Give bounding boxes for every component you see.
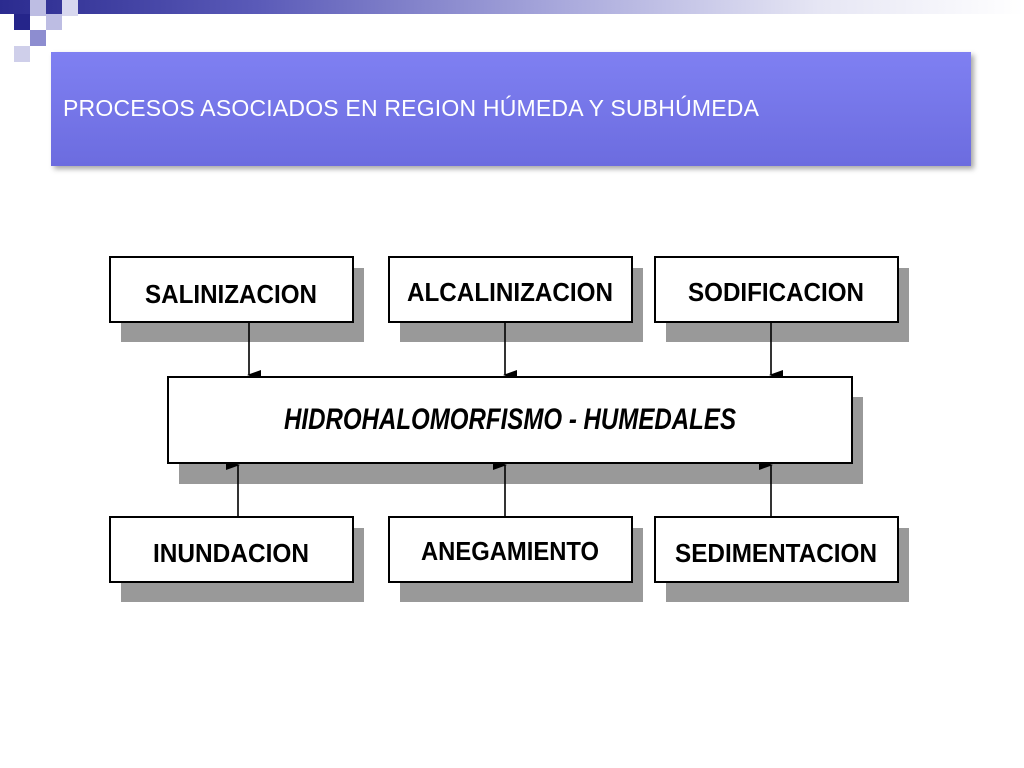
node-anegamiento: ANEGAMIENTO: [388, 516, 633, 583]
node-label: SEDIMENTACION: [675, 538, 877, 568]
node-sedimentacion: SEDIMENTACION: [654, 516, 899, 583]
square-decoration: [46, 14, 62, 30]
node-salinizacion: SALINIZACION: [109, 256, 354, 323]
title-banner: PROCESOS ASOCIADOS EN REGION HÚMEDA Y SU…: [51, 52, 971, 166]
square-decoration: [62, 0, 78, 16]
center-node-label: HIDROHALOMORFISMO - HUMEDALES: [284, 403, 736, 436]
node-alcalinizacion: ALCALINIZACION: [388, 256, 633, 323]
node-label: SALINIZACION: [145, 279, 317, 309]
node-inundacion: INUNDACION: [109, 516, 354, 583]
node-sodificacion: SODIFICACION: [654, 256, 899, 323]
header-gradient-band: [0, 0, 1024, 48]
square-decoration: [14, 46, 30, 62]
node-label: SODIFICACION: [688, 277, 864, 307]
node-label: INUNDACION: [153, 538, 309, 568]
square-decoration: [30, 30, 46, 46]
decorative-squares: [0, 0, 90, 64]
node-label: ALCALINIZACION: [407, 277, 613, 307]
node-hidrohalomorfismo-humedales: HIDROHALOMORFISMO - HUMEDALES: [167, 376, 853, 464]
square-decoration: [30, 0, 46, 16]
slide-title: PROCESOS ASOCIADOS EN REGION HÚMEDA Y SU…: [63, 95, 760, 121]
node-label: ANEGAMIENTO: [421, 536, 599, 566]
square-decoration: [14, 14, 30, 30]
